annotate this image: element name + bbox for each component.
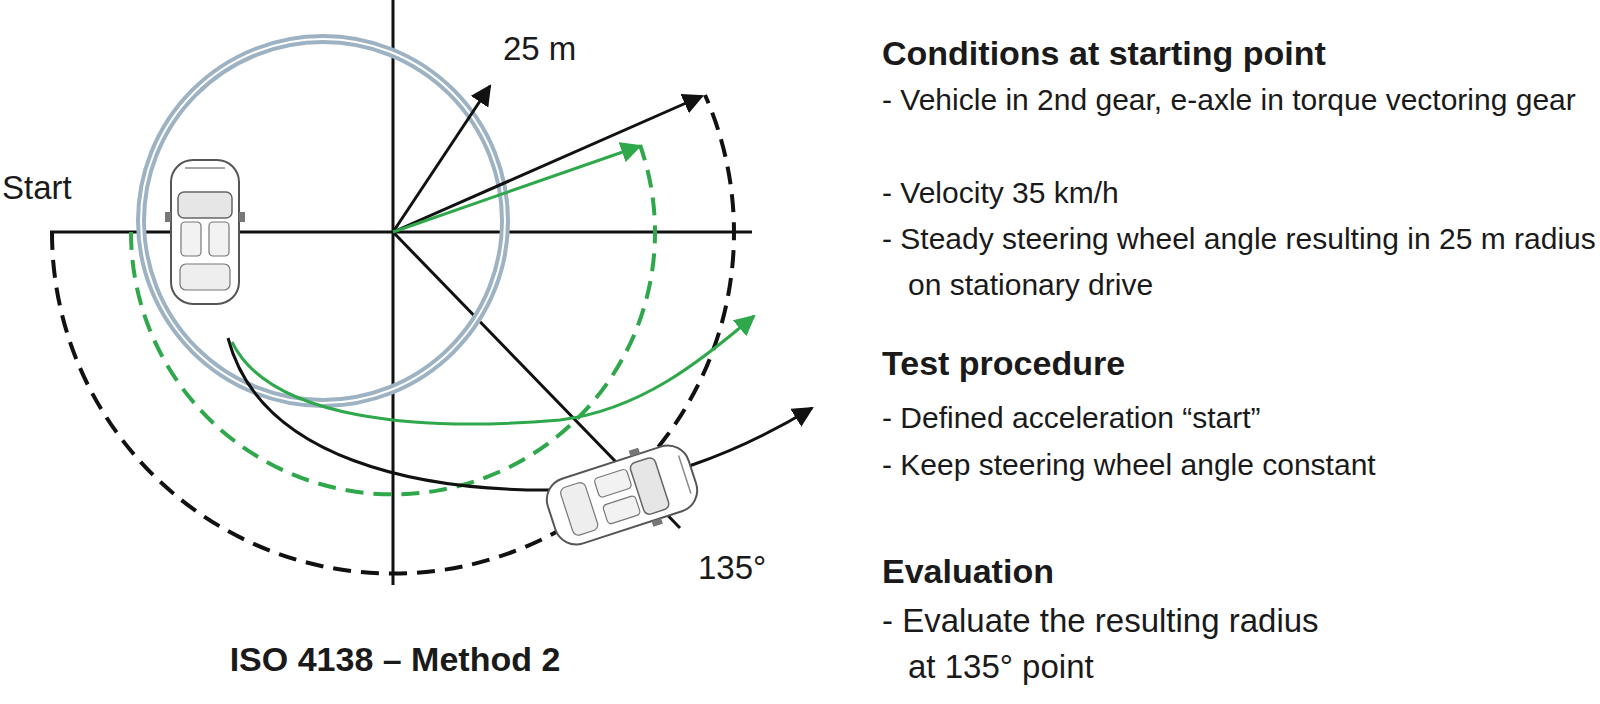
list-item: - Vehicle in 2nd gear, e-axle in torque … (882, 77, 1600, 123)
dashed-arc (52, 95, 734, 574)
axis-line (392, 0, 395, 585)
radius-arrow (393, 146, 640, 232)
diagram-caption: ISO 4138 – Method 2 (230, 636, 561, 682)
car-illustration (539, 434, 704, 556)
reference-circle (141, 39, 505, 403)
list-item: - Velocity 35 km/h (882, 170, 1600, 216)
dimension-label: 25 m (503, 26, 623, 72)
list-item: - Keep steering wheel angle constant (882, 442, 1600, 488)
angle-line (393, 232, 680, 528)
car-illustration (165, 160, 245, 304)
section-heading: Evaluation (882, 548, 1582, 594)
dashed-arc (131, 145, 655, 494)
reference-circle (141, 39, 505, 403)
angle-label: 135° (698, 545, 798, 591)
radius-arrow (393, 96, 702, 232)
trajectory (228, 338, 812, 490)
axis-line (50, 231, 752, 234)
trajectory (232, 316, 754, 424)
list-item: - Defined acceleration “start” (882, 395, 1600, 441)
start-label: Start (2, 165, 72, 211)
section-heading: Test procedure (882, 340, 1582, 386)
list-item: - Steady steering wheel angle resulting … (882, 216, 1600, 308)
section-heading: Conditions at starting point (882, 30, 1592, 76)
list-item: - Evaluate the resulting radius at 135° … (882, 598, 1348, 690)
